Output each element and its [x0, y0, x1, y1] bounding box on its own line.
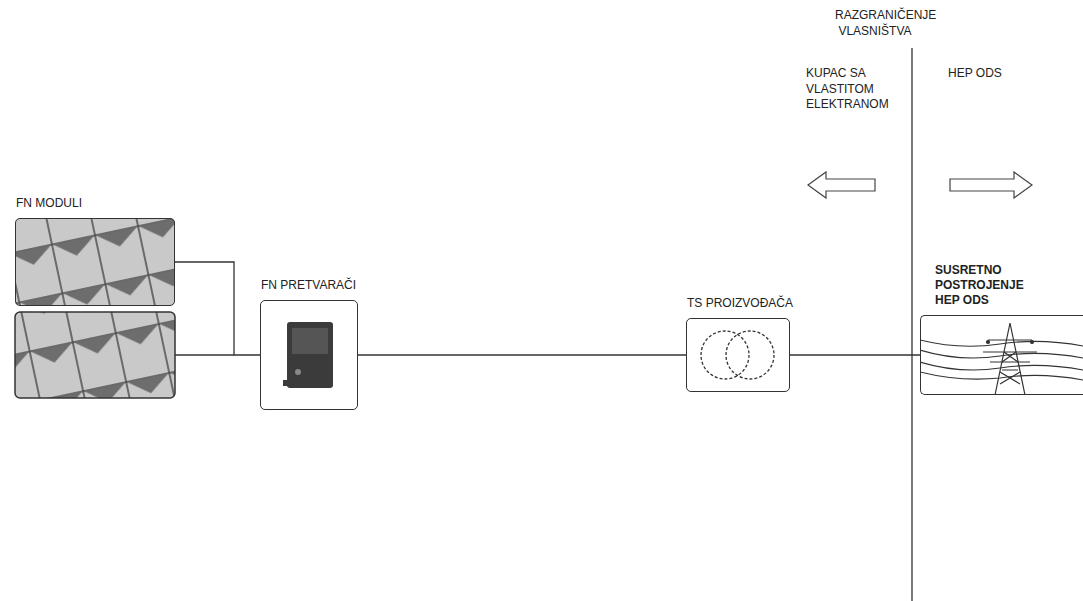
arrow-right	[950, 172, 1032, 198]
grid-facility-box: SUSRETNO POSTROJENJE HEP ODS	[920, 315, 1083, 395]
pv-cells	[15, 312, 175, 398]
substation-box: TS PROIZVOĐAČA	[686, 318, 790, 392]
boundary-line	[911, 48, 912, 601]
pv-module: FN MODULI	[15, 218, 175, 306]
wire	[175, 354, 234, 355]
pylon-symbol	[920, 323, 1083, 395]
wire-connector	[175, 262, 260, 355]
pv-cells	[15, 218, 175, 306]
node-heading: FN MODULI	[16, 196, 82, 211]
wire-connector	[790, 354, 920, 355]
arrow-left	[808, 172, 875, 198]
boundary-label: RAZGRANIČENJE VLASNIŠTVA	[835, 8, 915, 39]
inverter-box: FN PRETVARAČI	[260, 300, 358, 410]
node-heading: SUSRETNO POSTROJENJE HEP ODS	[935, 263, 1035, 308]
transformer-symbol	[701, 331, 749, 379]
node-heading: FN PRETVARAČI	[261, 278, 356, 293]
pv-module	[15, 312, 175, 398]
wire-connector	[358, 354, 686, 355]
node-heading: TS PROIZVOĐAČA	[687, 296, 793, 311]
operator-label: HEP ODS	[948, 66, 1028, 82]
inverter-symbol	[287, 322, 333, 388]
customer-label: KUPAC SA VLASTITOM ELEKTRANOM	[806, 66, 902, 113]
